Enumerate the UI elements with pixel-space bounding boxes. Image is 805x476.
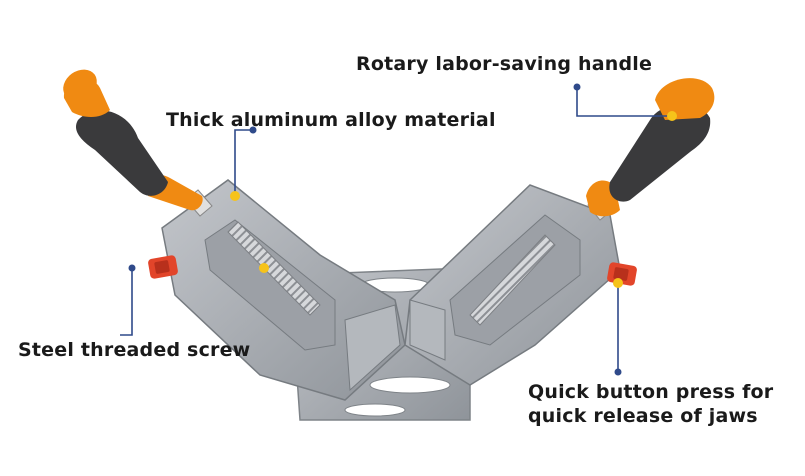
label-rotary-handle: Rotary labor-saving handle [356, 53, 653, 75]
label-steel-screw: Steel threaded screw [18, 339, 251, 361]
left-handle [63, 69, 213, 217]
right-screw [469, 234, 556, 326]
left-screw [227, 221, 321, 316]
leader-rotary-handle [576, 87, 672, 117]
leader-steel-screw [120, 268, 133, 336]
label-quick-button-line1: Quick button press for [528, 381, 774, 403]
left-quick-button [148, 255, 178, 279]
markers [128, 83, 677, 376]
leader-aluminum [234, 129, 253, 196]
left-jaw [161, 179, 406, 401]
leader-lines [120, 87, 672, 372]
label-quick-button-line2: quick release of jaws [528, 405, 758, 427]
label-aluminum-material: Thick aluminum alloy material [166, 109, 496, 131]
right-handle [586, 78, 715, 221]
label-quick-button: Quick button press for quick release of … [528, 380, 798, 428]
